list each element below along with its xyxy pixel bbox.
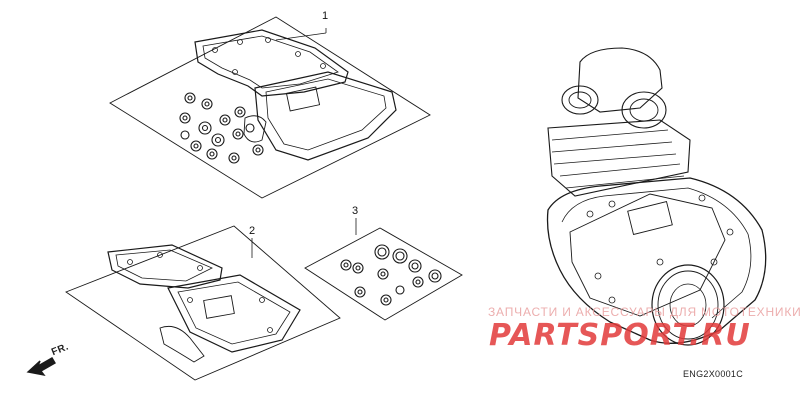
front-arrow-icon: [26, 357, 56, 377]
gasket-kit-1: [109, 16, 431, 199]
watermark-logo: PARTSPORT.RU: [489, 318, 751, 353]
watermark-tagline: ЗАПЧАСТИ И АКСЕССУАРЫ ДЛЯ МОТОТЕХНИКИ: [488, 305, 800, 319]
engine-illustration: [546, 47, 767, 346]
callout-item-2: 2: [249, 225, 256, 237]
diagram-code: ENG2X0001C: [683, 369, 744, 379]
gasket-kit-3: [304, 218, 463, 321]
callout-item-3: 3: [352, 205, 359, 217]
gasket-kit-2: [65, 225, 341, 381]
callout-item-1: 1: [322, 10, 329, 22]
